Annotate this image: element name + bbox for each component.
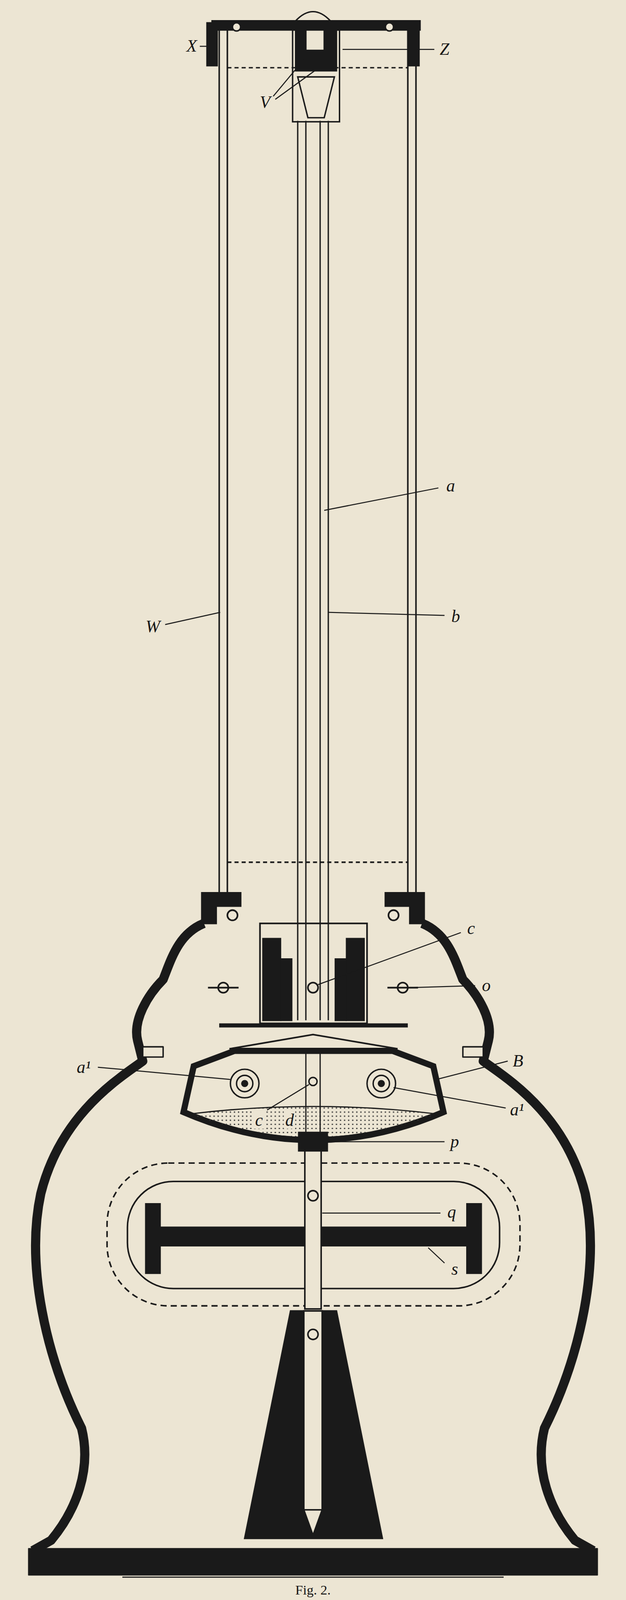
central-rod-part [327,120,330,1020]
part-letter: Z [438,40,451,58]
part-letter: a [444,476,457,495]
top-cap-part [295,30,337,71]
central-rod-part [297,120,299,1020]
top-cap-part [206,22,217,66]
leader-lines-part [328,612,445,616]
leader-lines-part [165,612,221,625]
liquid-chamber [183,1050,444,1143]
bearing-block-part [281,958,292,1021]
leader-lines-part [393,1087,506,1108]
leader-lines-part [410,985,476,988]
leader-lines-part [328,1140,445,1142]
top-cap-part [292,30,340,122]
leader-lines-part [273,59,304,96]
glass-cylinder-part [226,30,228,896]
leader-lines-part [275,69,316,100]
central-rod-part [305,120,307,1020]
top-cap-part [385,22,394,32]
liquid-chamber-part [236,1074,253,1092]
liquid-chamber-part [230,1068,260,1098]
spindle-part [307,1190,318,1201]
leader-lines-part [97,1067,231,1080]
spindle [244,1131,383,1538]
bearing-block-part [201,892,241,924]
part-letter: b [450,607,462,625]
housing [28,923,598,1577]
part-letter: d [284,1110,296,1129]
bearing-block-part [259,923,367,1024]
bearing-block [201,892,425,1049]
spindle-part [244,1310,383,1538]
leader-lines-part [324,487,439,511]
leader-lines-part [436,1060,508,1079]
spindle-part [303,1509,322,1536]
magnet-part [467,1203,482,1274]
leader-lines-part [267,1083,310,1110]
part-letter: p [448,1132,461,1150]
leader-lines-part [322,1212,441,1214]
part-letter: B [511,1051,525,1069]
central-rod [297,120,329,1020]
part-letter: o [480,976,493,994]
housing-part [462,1046,484,1057]
part-letter: c [465,919,477,937]
leader-lines [97,46,508,1263]
leader-lines-part [428,1247,445,1263]
part-letter: a¹ [508,1100,526,1118]
glass-cylinder-part [406,30,409,896]
leader-lines-part [342,48,435,50]
part-letter: q [446,1202,458,1221]
liquid-chamber-part [319,1050,321,1143]
part-letter: s [449,1259,460,1278]
housing-part [142,1046,164,1057]
bearing-block-part [388,910,399,921]
part-letter: c [253,1110,265,1129]
housing-part [28,1547,598,1575]
top-cap-part [305,30,325,51]
bearing-block-part [385,892,425,924]
part-letter: W [144,617,162,635]
liquid-chamber-part [373,1074,390,1092]
top-cap-part [227,67,408,69]
glass-cylinder-part [415,30,417,896]
glass-cylinder [219,30,416,896]
bearing-block-part [219,1023,408,1028]
top-cap-part [295,11,331,21]
liquid-chamber-part [305,1050,307,1143]
bearing-block-part [227,910,238,921]
bearing-block-part [208,986,239,989]
glass-cylinder-part [227,861,408,863]
spindle-part [305,1150,322,1309]
leader-lines-part [318,932,462,985]
part-letter: V [258,93,272,111]
part-letter: a¹ [75,1057,92,1076]
bearing-block-part [346,938,364,1021]
part-letter: X [184,36,199,55]
liquid-chamber-part [309,1077,318,1086]
liquid-chamber-part [241,1080,248,1087]
housing-part [122,1576,504,1578]
liquid-chamber-part [367,1068,396,1098]
figure-caption: Fig. 2. [295,1582,332,1597]
liquid-chamber-part [378,1080,385,1087]
bearing-block-part [263,938,281,1021]
top-cap-part [408,22,419,66]
liquid-chamber-part [183,1050,444,1140]
central-rod-part [319,120,321,1020]
bearing-block-part [307,982,318,993]
top-cap-part [232,22,241,32]
top-cap-part [297,76,335,118]
top-cap [206,11,421,122]
magnet-part [145,1203,160,1274]
spindle-part [298,1131,328,1151]
spindle-part [307,1328,318,1339]
spindle-part [303,1310,322,1510]
leader-lines-part [199,45,211,47]
glass-cylinder-part [218,30,220,896]
bearing-block-part [335,958,346,1021]
bearing-block-part [229,1034,398,1049]
